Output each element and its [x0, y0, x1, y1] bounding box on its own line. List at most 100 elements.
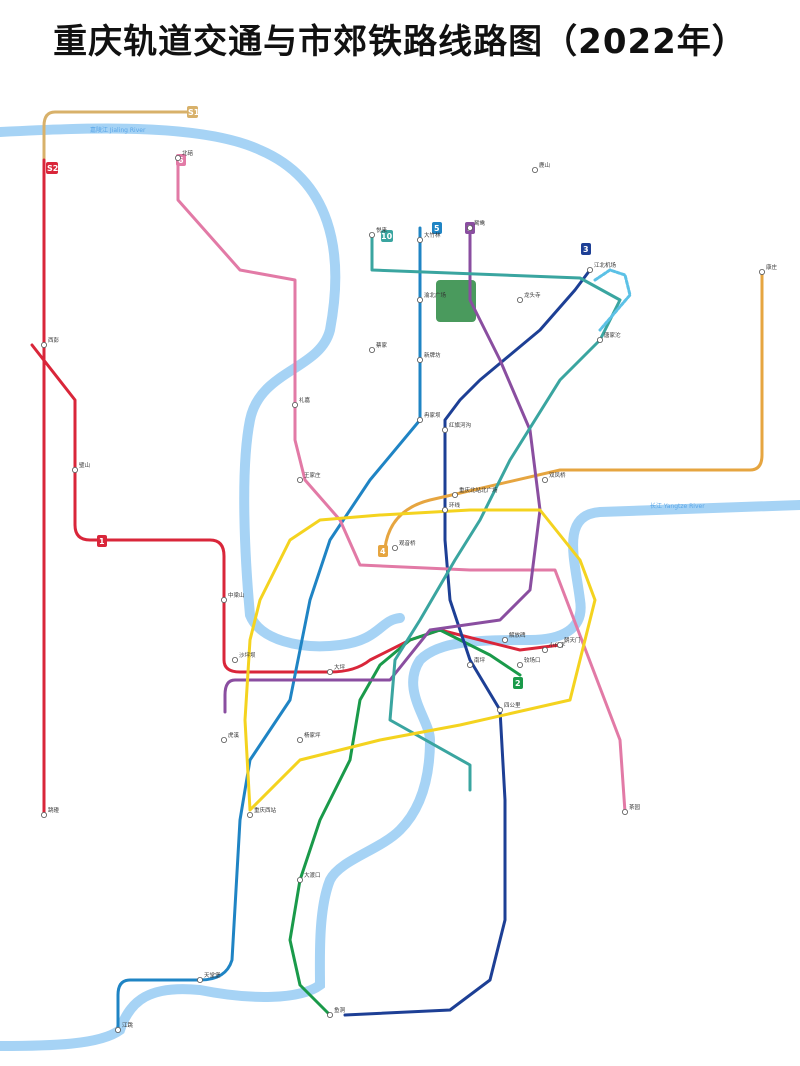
station-dazhulin[interactable]: 大竹林: [416, 231, 441, 243]
rivers: 嘉陵江 Jialing River 长江 Yangtze River: [0, 123, 800, 1051]
station-marker[interactable]: [296, 476, 303, 483]
station-nanping[interactable]: 南坪: [466, 656, 486, 669]
station-huxi[interactable]: 虎溪: [220, 731, 240, 744]
badge-line-10: [381, 230, 393, 242]
line-s1: [42, 110, 197, 162]
station-zhongliang[interactable]: 中梁山: [220, 591, 245, 604]
badge-line-3-label: 3: [583, 245, 589, 254]
station-xinpaifang[interactable]: 新牌坊: [416, 351, 441, 363]
station-sigongli[interactable]: 四公里: [496, 702, 521, 714]
station-shapingba[interactable]: 沙坪坝: [231, 651, 256, 664]
station-marker[interactable]: [441, 426, 448, 433]
station-marker[interactable]: [542, 476, 549, 483]
station-chongqingxi[interactable]: 重庆西站: [246, 806, 277, 819]
station-lushan[interactable]: 鹿山: [532, 161, 550, 173]
station-marker[interactable]: [296, 737, 303, 744]
station-marker[interactable]: [416, 356, 423, 363]
badge-s1-label: S1: [188, 108, 200, 117]
station-marker[interactable]: [597, 336, 604, 343]
station-tiantang[interactable]: 天堂堡: [196, 971, 221, 984]
station-marker[interactable]: [326, 669, 333, 676]
station-hongqihegou[interactable]: 红旗河沟: [441, 421, 472, 433]
station-label: 重庆西站: [254, 806, 277, 814]
station-marker[interactable]: [416, 416, 423, 423]
station-marker[interactable]: [368, 231, 375, 238]
station-yudong[interactable]: 渝北广场: [416, 291, 447, 303]
station-kangzhuang[interactable]: 康庄: [759, 263, 778, 275]
station-wangjia[interactable]: 王家庄: [296, 471, 321, 483]
station-daping[interactable]: 大坪: [326, 663, 346, 676]
station-marker[interactable]: [496, 707, 503, 714]
station-yangjiaping[interactable]: 杨家坪: [296, 731, 321, 744]
river-yangtze: [0, 500, 800, 1051]
station-label: 较场口: [524, 656, 541, 664]
station-ranjiaba[interactable]: 冉家坝: [416, 411, 441, 423]
station-marker[interactable]: [587, 266, 594, 273]
station-guanyinqiao[interactable]: 观音桥: [391, 539, 416, 552]
station-marker[interactable]: [466, 224, 473, 231]
station-yubei[interactable]: 悦来: [368, 226, 388, 238]
station-marker[interactable]: [542, 647, 549, 654]
station-beibei[interactable]: 北碚: [174, 149, 194, 161]
station-marker[interactable]: [368, 346, 375, 353]
station-marker[interactable]: [174, 154, 181, 161]
station-marker[interactable]: [41, 341, 48, 348]
station-label: 沙坪坝: [239, 651, 256, 659]
station-marker[interactable]: [391, 545, 398, 552]
station-marker[interactable]: [291, 401, 298, 408]
station-marker[interactable]: [622, 809, 629, 816]
station-lijia[interactable]: 礼嘉: [291, 396, 311, 408]
station-label: 四公里: [504, 702, 521, 709]
line-loop: [243, 508, 597, 812]
station-tangjiatuo[interactable]: 唐家沱: [597, 331, 621, 343]
station-marker[interactable]: [466, 662, 473, 669]
station-marker[interactable]: [416, 236, 423, 243]
station-marker[interactable]: [220, 737, 227, 744]
station-chongqingbei[interactable]: 重庆北站北广场: [451, 486, 498, 498]
station-marker[interactable]: [115, 1027, 122, 1034]
station-marker[interactable]: [759, 268, 766, 275]
station-chaotianmen[interactable]: 朝天门: [557, 636, 581, 649]
station-marker[interactable]: [231, 657, 238, 664]
station-marker[interactable]: [41, 812, 48, 819]
station-marker[interactable]: [72, 466, 79, 473]
station-dadukou[interactable]: 大渡口: [296, 871, 321, 884]
station-marker[interactable]: [326, 1012, 333, 1019]
station-jiangtiao[interactable]: 江跳: [115, 1021, 134, 1034]
station-jiangbei[interactable]: 江北机场: [587, 261, 617, 273]
station-marker[interactable]: [220, 597, 227, 604]
station-marker[interactable]: [501, 637, 508, 644]
station-label: 鱼洞: [334, 1006, 346, 1014]
stations[interactable]: 跳磴江北机场小什字较场口朝天门沙坪坝大坪观音桥重庆北站北广场重庆西站悦来礼嘉环线…: [41, 149, 778, 1034]
badge-s2-label: S2: [47, 164, 58, 173]
badge-line-2-label: 2: [515, 679, 521, 688]
station-shuangfeng[interactable]: 双凤桥: [542, 471, 566, 483]
station-marker[interactable]: [532, 166, 539, 173]
badge-line-1: [97, 535, 107, 547]
station-chayuan[interactable]: 茶园: [622, 803, 641, 816]
station-yuanyang[interactable]: 鸳鸯: [466, 219, 486, 231]
station-zhuanzhilu[interactable]: 跳磴: [41, 806, 60, 819]
station-marker[interactable]: [296, 877, 303, 884]
station-marker[interactable]: [441, 506, 448, 513]
station-jiaochangkou[interactable]: 较场口: [517, 656, 541, 669]
station-marker[interactable]: [557, 642, 564, 649]
station-label: 鸳鸯: [474, 219, 486, 227]
station-caijia[interactable]: 蔡家: [368, 341, 388, 353]
station-marker[interactable]: [517, 296, 524, 303]
station-jiaotong[interactable]: 环线: [441, 501, 461, 513]
station-marker[interactable]: [246, 812, 253, 819]
station-marker[interactable]: [416, 296, 423, 303]
station-marker[interactable]: [517, 662, 524, 669]
station-marker[interactable]: [451, 491, 458, 498]
station-label: 杨家坪: [304, 731, 321, 739]
station-yuzui[interactable]: 鱼洞: [326, 1006, 346, 1019]
station-jiefangbei[interactable]: 解放碑: [501, 631, 526, 644]
station-longtou[interactable]: 龙头寺: [517, 291, 541, 303]
station-bishan[interactable]: 璧山: [72, 461, 90, 473]
station-marker[interactable]: [196, 977, 203, 984]
station-xipeng[interactable]: 西彭: [41, 336, 60, 348]
station-label: 虎溪: [228, 731, 240, 739]
station-label: 茶园: [629, 803, 641, 811]
